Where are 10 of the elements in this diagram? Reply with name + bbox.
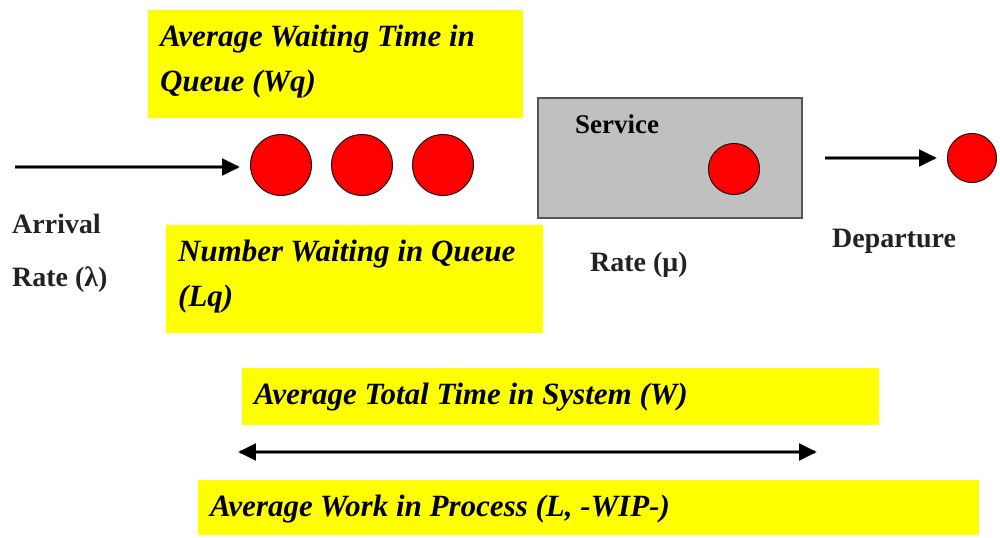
callout-box: Number Waiting in Queue (Lq)	[166, 225, 543, 333]
arrow	[825, 149, 937, 167]
service-box: Service	[537, 97, 803, 219]
arrow	[15, 158, 240, 176]
text-label: Departure	[832, 222, 957, 256]
callout-box: Average Work in Process (L, -WIP-)	[198, 480, 979, 535]
callout-box: Average Total Time in System (W)	[242, 368, 879, 425]
text-label: Rate (μ)	[590, 246, 688, 280]
callout-box: Average Waiting Time in Queue (Wq)	[148, 10, 523, 118]
text-label: Arrival Rate (λ)	[12, 208, 108, 296]
